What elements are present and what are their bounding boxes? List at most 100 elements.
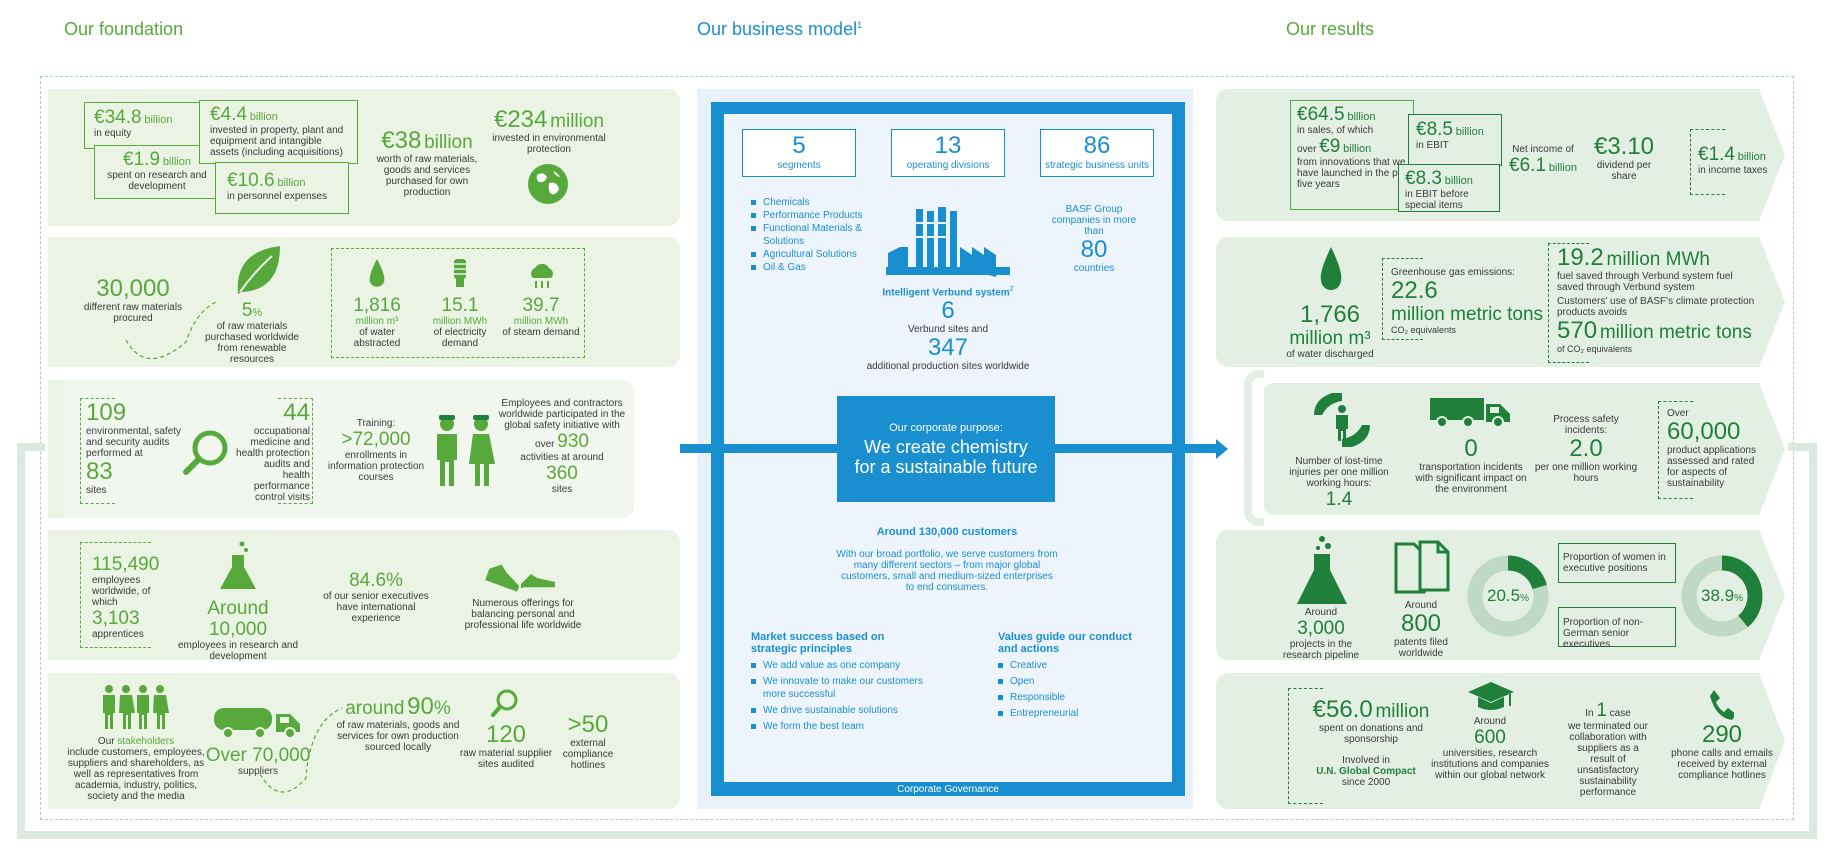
water-drop-dark-icon (1320, 247, 1342, 290)
segment-item: Performance Products (751, 209, 869, 222)
protected-person-icon (1314, 393, 1370, 447)
safety-initiative-stat: Employees and contractors worldwide part… (498, 398, 626, 495)
net-income-stat: Net income of€6.1 billion (1509, 144, 1577, 176)
segment-item: Oil & Gas (751, 261, 869, 274)
results-title: Our results (1286, 19, 1375, 39)
results-row3-back (1244, 370, 1264, 526)
loop-right-top (1788, 443, 1817, 451)
women-label-box (1558, 543, 1676, 583)
strategic-item: We innovate to make our customers more s… (751, 675, 931, 701)
strategic-title: Market success based on strategic princi… (751, 631, 885, 655)
results-row5-arrow (1759, 673, 1785, 809)
purpose-line2: for a sustainable future (854, 457, 1038, 477)
women-executives-value: 20.5% (1487, 586, 1529, 605)
international-stat: 84.6%of our senior executives have inter… (323, 570, 429, 624)
corporate-governance-label: Corporate Governance (897, 784, 999, 795)
results-row1-arrow (1759, 89, 1785, 221)
women-executives-donut (1467, 555, 1549, 637)
resources-dashed-box (331, 248, 585, 358)
foundation-row3 (48, 380, 634, 518)
safety-workers-icon (437, 415, 495, 486)
business-model-title: Our business model1 (697, 19, 863, 39)
renewable-stat: 5%of raw materials purchased worldwide f… (205, 300, 299, 365)
dashed-connector (125, 301, 217, 360)
value-item: Creative (998, 659, 1138, 672)
offerings-stat: Numerous offerings for balancing persona… (464, 598, 582, 631)
flask-dark-icon (1297, 536, 1347, 604)
corporate-purpose-box: Our corporate purpose: We create chemist… (837, 396, 1055, 502)
magnifier-small-icon (491, 689, 518, 717)
foundation-row3-edge (48, 380, 64, 518)
graduation-cap-icon (1468, 682, 1514, 710)
flask-icon (220, 541, 256, 589)
injury-stat: Number of lost-time injuries per one mil… (1289, 456, 1389, 510)
magnifier-icon (183, 430, 228, 475)
values-title: Values guide our conduct and actions (998, 631, 1132, 655)
value-item: Open (998, 675, 1138, 688)
sneakers-icon (485, 564, 555, 592)
foundation-row5 (48, 673, 680, 809)
results-row3 (1262, 383, 1760, 515)
outer-loop-frame (17, 443, 1817, 839)
personnel-box (215, 162, 349, 214)
dashed-connector-2 (259, 707, 343, 793)
apps-dashed-box (1658, 401, 1693, 499)
values-list: Creative Open Responsible Entrepreneuria… (998, 659, 1138, 720)
results-row2-arrow (1759, 237, 1785, 367)
segment-item: Agricultural Solutions (751, 248, 869, 261)
nongerman-label-box (1558, 607, 1676, 647)
results-row3-arrow (1759, 383, 1785, 515)
flow-arrow-head (1216, 439, 1228, 459)
nongerman-label: Proportion of non-German senior executiv… (1563, 617, 1644, 650)
foundation-row4 (48, 530, 680, 660)
steam-cloud-icon (531, 263, 553, 288)
ghg-dashed-box (1382, 258, 1423, 340)
segment-item: Chemicals (751, 196, 869, 209)
results-row2 (1216, 237, 1760, 367)
value-item: Entrepreneurial (998, 707, 1138, 720)
water-drop-icon (369, 259, 385, 287)
women-label: Proportion of women in executive positio… (1563, 552, 1666, 574)
purpose-line1: We create chemistry (864, 437, 1028, 457)
light-bulb-icon (454, 259, 466, 287)
climate-dashed-box (1548, 243, 1589, 363)
phone-icon (1710, 690, 1734, 720)
equity-box (84, 102, 201, 149)
patent-documents-icon (1394, 540, 1450, 594)
foundation-title: Our foundation (64, 19, 184, 39)
foundation-row2 (48, 237, 680, 367)
employees-dashed-box (80, 542, 151, 648)
purpose-label: Our corporate purpose: (889, 422, 1003, 434)
